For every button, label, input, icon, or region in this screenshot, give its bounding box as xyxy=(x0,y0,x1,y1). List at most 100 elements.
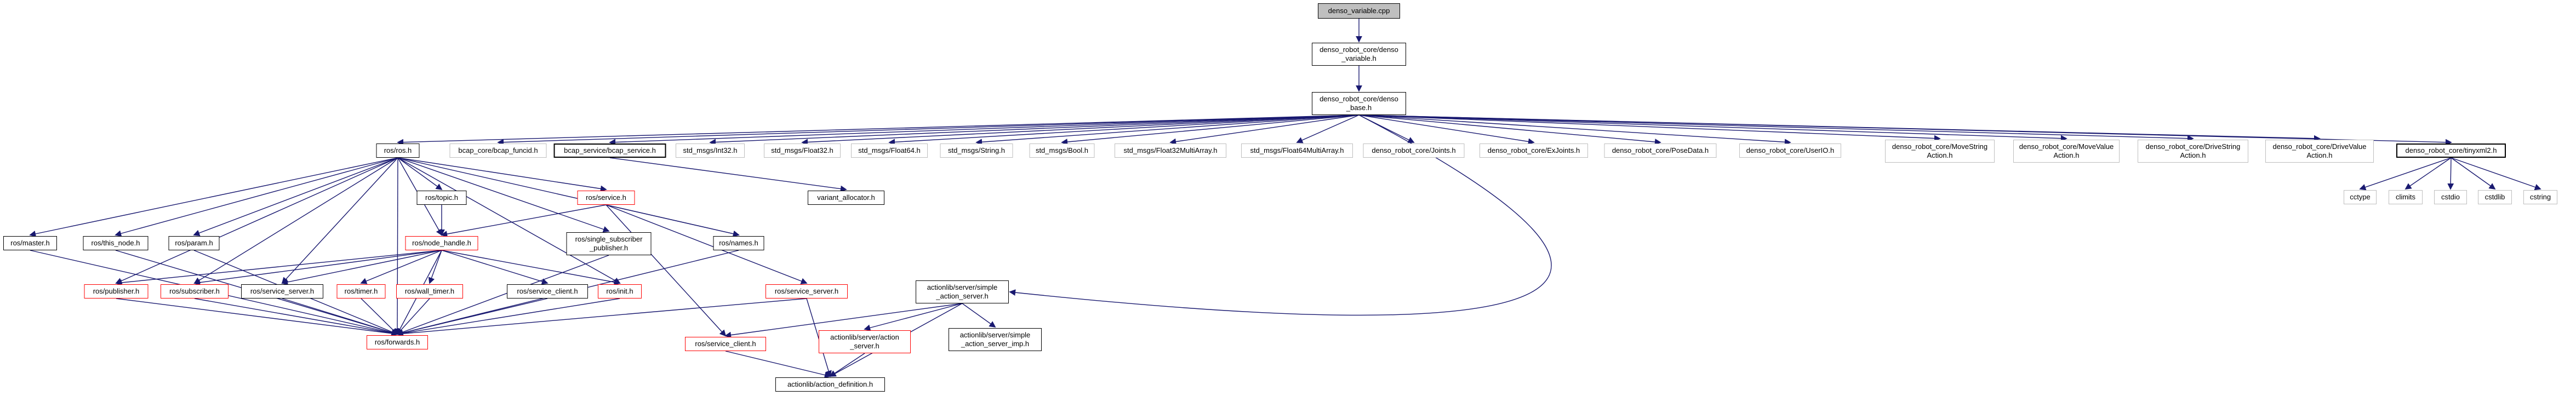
edge-walltimer-to-forwards xyxy=(396,298,430,335)
node-cpp: denso_variable.cpp xyxy=(1318,3,1400,19)
node-cctype: cctype xyxy=(2344,190,2377,204)
edge-ros-to-subscriber xyxy=(193,157,398,284)
edge-subscriber-to-forwards xyxy=(194,298,398,337)
node-bcapfuncid: bcap_core/bcap_funcid.h xyxy=(449,144,547,158)
edge-serviceserver2-to-forwards xyxy=(396,298,807,337)
node-timer[interactable]: ros/timer.h xyxy=(336,284,386,299)
node-variant[interactable]: variant_allocator.h xyxy=(808,191,884,205)
edge-baseh-to-bcapfuncid xyxy=(497,114,1360,146)
edge-baseh-to-exjoints xyxy=(1358,114,1535,145)
node-nodehandle[interactable]: ros/node_handle.h xyxy=(405,236,478,250)
edge-service-to-names xyxy=(606,204,740,237)
node-bcapservice[interactable]: bcap_service/bcap_service.h xyxy=(553,144,666,158)
node-serviceserver[interactable]: ros/service_server.h xyxy=(241,284,323,299)
edge-baseh-to-int32 xyxy=(709,114,1360,146)
node-sas[interactable]: actionlib/server/simple _action_server.h xyxy=(916,280,1009,303)
node-cstdlib: cstdlib xyxy=(2478,190,2512,204)
edge-ros-to-forwards xyxy=(394,157,401,335)
node-movestring: denso_robot_core/MoveString Action.h xyxy=(1885,140,1995,163)
node-init[interactable]: ros/init.h xyxy=(598,284,642,299)
edge-service-to-serviceserver2 xyxy=(606,204,808,284)
edge-actionserver-to-actiondef xyxy=(829,353,865,377)
edge-sas-to-serviceclient2 xyxy=(724,303,963,338)
edge-init-to-forwards xyxy=(396,298,620,337)
node-subscriber[interactable]: ros/subscriber.h xyxy=(161,284,229,299)
node-ros[interactable]: ros/ros.h xyxy=(376,144,420,158)
node-userio: denso_robot_core/UserIO.h xyxy=(1739,144,1841,158)
edge-nodehandle-to-serviceserver xyxy=(281,250,442,285)
edge-timer-to-forwards xyxy=(361,298,398,335)
edge-publisher-to-forwards xyxy=(116,298,398,337)
node-master[interactable]: ros/master.h xyxy=(3,236,57,250)
edge-baseh-to-bcapservice xyxy=(609,114,1360,146)
node-f32ma: std_msgs/Float32MultiArray.h xyxy=(1115,144,1226,158)
edge-service-to-nodehandle xyxy=(441,204,607,238)
edge-baseh-to-tinyxml2 xyxy=(1358,114,2452,146)
edge-tinyxml2-to-cctype xyxy=(2359,157,2452,191)
node-joints: denso_robot_core/Joints.h xyxy=(1363,144,1465,158)
edge-baseh-to-f32ma xyxy=(1169,114,1360,145)
edge-nodehandle-to-init xyxy=(441,250,621,286)
edge-nodehandle-to-walltimer xyxy=(428,250,442,284)
edge-baseh-to-bool xyxy=(1061,114,1360,145)
edge-baseh-to-posedata xyxy=(1358,114,1661,146)
node-int32: std_msgs/Int32.h xyxy=(676,144,745,158)
edge-ros-to-service xyxy=(397,157,607,192)
edge-baseh-to-drivestring xyxy=(1358,114,2194,142)
node-exjoints: denso_robot_core/ExJoints.h xyxy=(1480,144,1588,158)
edge-baseh-to-sas xyxy=(1009,114,1552,316)
node-serviceclient2[interactable]: ros/service_client.h xyxy=(685,337,766,351)
node-param[interactable]: ros/param.h xyxy=(168,236,220,250)
edge-ros-to-serviceserver xyxy=(281,157,398,284)
edge-serviceserver2-to-actiondef xyxy=(806,298,832,377)
node-sasimp[interactable]: actionlib/server/simple _action_server_i… xyxy=(949,328,1042,351)
edge-baseh-to-f64 xyxy=(888,114,1360,146)
edge-ros-to-topic xyxy=(397,157,443,191)
node-actiondef[interactable]: actionlib/action_definition.h xyxy=(775,377,885,392)
node-ssp[interactable]: ros/single_subscriber _publisher.h xyxy=(566,232,652,255)
edge-ros-to-ssp xyxy=(397,157,610,233)
edge-ros-to-publisher xyxy=(115,157,398,284)
edge-sas-to-sasimp xyxy=(962,303,996,328)
node-posedata: denso_robot_core/PoseData.h xyxy=(1604,144,1717,158)
node-service[interactable]: ros/service.h xyxy=(577,191,635,205)
node-walltimer[interactable]: ros/wall_timer.h xyxy=(396,284,463,299)
node-f32: std_msgs/Float32.h xyxy=(764,144,841,158)
edge-ros-to-master xyxy=(29,157,398,237)
node-tinyxml2[interactable]: denso_robot_core/tinyxml2.h xyxy=(2396,144,2506,158)
node-climits: climits xyxy=(2389,190,2423,204)
node-baseh[interactable]: denso_robot_core/denso _base.h xyxy=(1312,92,1406,115)
node-drivestring: denso_robot_core/DriveString Action.h xyxy=(2138,140,2248,163)
node-cstdio: cstdio xyxy=(2434,190,2467,204)
node-names[interactable]: ros/names.h xyxy=(713,236,764,250)
edge-serviceserver-to-forwards xyxy=(282,298,398,336)
edge-ros-to-param xyxy=(193,157,398,236)
node-thisnode[interactable]: ros/this_node.h xyxy=(83,236,148,250)
edge-tinyxml2-to-climits xyxy=(2404,157,2452,190)
edge-ros-to-init xyxy=(397,157,621,284)
node-serviceserver2[interactable]: ros/service_server.h xyxy=(766,284,848,299)
edge-baseh-to-str xyxy=(975,114,1360,146)
edge-baseh-to-userio xyxy=(1358,114,1791,146)
edge-nodehandle-to-subscriber xyxy=(193,250,442,286)
edge-baseh-to-movestring xyxy=(1358,114,1941,142)
node-f64: std_msgs/Float64.h xyxy=(851,144,928,158)
node-forwards[interactable]: ros/forwards.h xyxy=(367,335,428,349)
edge-ssp-to-forwards xyxy=(396,255,609,336)
node-f64ma: std_msgs/Float64MultiArray.h xyxy=(1241,144,1353,158)
node-actionserver[interactable]: actionlib/server/action _server.h xyxy=(819,330,911,353)
node-topic[interactable]: ros/topic.h xyxy=(416,191,467,205)
node-publisher[interactable]: ros/publisher.h xyxy=(84,284,148,299)
edge-baseh-to-f64ma xyxy=(1296,114,1360,144)
edge-baseh-to-f32 xyxy=(801,114,1360,146)
node-cstring: cstring xyxy=(2523,190,2557,204)
edge-tinyxml2-to-cstdlib xyxy=(2451,157,2496,190)
edge-bcapservice-to-variant xyxy=(609,157,847,192)
edge-serviceclient-to-forwards xyxy=(396,298,548,336)
node-bool: std_msgs/Bool.h xyxy=(1029,144,1095,158)
edge-service-to-serviceclient2 xyxy=(606,204,727,337)
node-varh[interactable]: denso_robot_core/denso _variable.h xyxy=(1312,43,1406,66)
node-serviceclient[interactable]: ros/service_client.h xyxy=(507,284,588,299)
